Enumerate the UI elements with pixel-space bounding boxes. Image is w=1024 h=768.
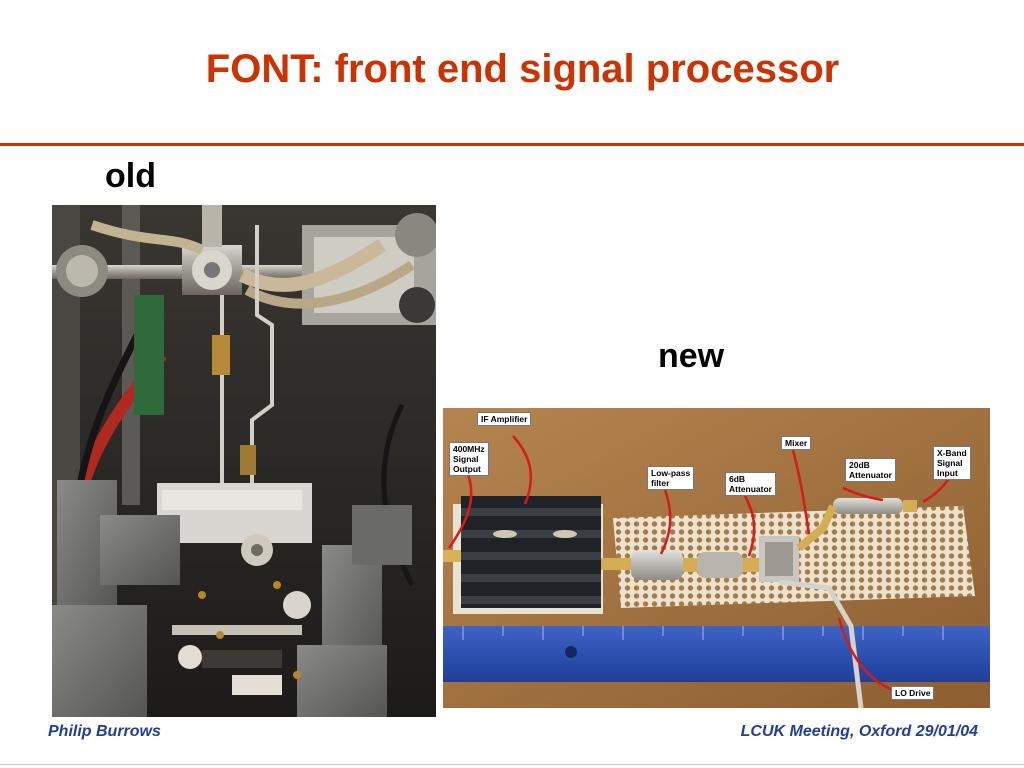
callout-signal-output: 400MHz Signal Output [449,442,489,476]
callout-lo-drive: LO Drive [891,686,935,700]
new-apparatus-illustration [443,408,990,708]
new-label: new [658,337,725,375]
slide-title: FONT: front end signal processor [205,47,840,91]
callout-mixer: Mixer [781,436,812,450]
callout-xband-input: X-Band Signal Input [933,446,971,480]
old-label: old [105,157,156,195]
new-apparatus-photo: IF Amplifier 400MHz Signal Output Low-pa… [443,408,990,708]
footer-meeting: LCUK Meeting, Oxford 29/01/04 [740,723,978,740]
footer-author: Philip Burrows [48,723,161,740]
callout-if-amplifier: IF Amplifier [477,412,532,426]
callout-20db-attenuator: 20dB Attenuator [845,458,896,482]
old-apparatus-photo [52,205,436,717]
callout-6db-attenuator: 6dB Attenuator [725,472,776,496]
title-divider [0,143,1024,146]
old-apparatus-illustration [52,205,436,717]
callout-low-pass-filter: Low-pass filter [647,466,695,490]
bottom-divider [0,764,1024,765]
